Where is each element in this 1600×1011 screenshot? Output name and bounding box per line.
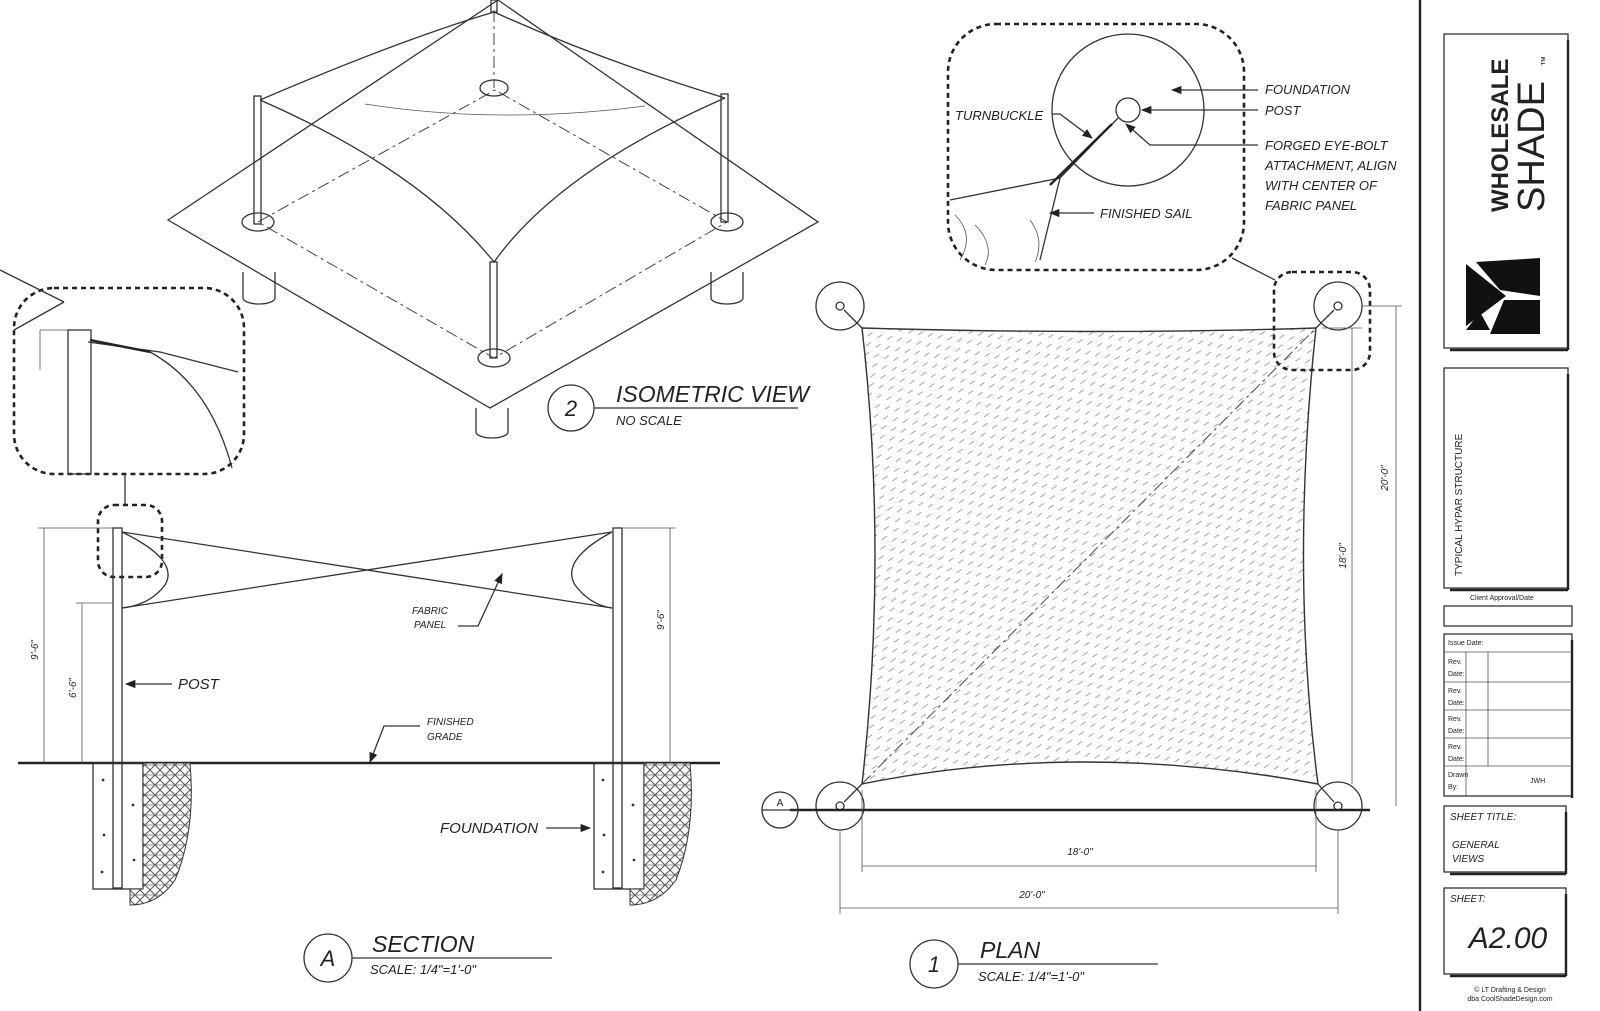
rev-3-date: Date: [1448,728,1465,735]
section-view: 9'-6" 6'-6" 9'-6" POST FABRIC PANEL FINI… [18,527,720,983]
label-grade-1: FINISHED [427,717,474,728]
iso-view-title: ISOMETRIC VIEW [616,381,811,407]
section-title: SECTION [372,931,475,957]
label-foundation: FOUNDATION [440,820,538,837]
rev-2-date: Date: [1448,700,1465,707]
plan-diagonal [861,327,1317,785]
right-post [612,527,623,889]
client-approval-label: Client Approval/Date [1470,595,1534,602]
section-letter: A [319,946,336,971]
drawn-by-label-1: Drawn [1448,772,1468,779]
label-eyebolt-2: ATTACHMENT, ALIGN [1264,158,1397,173]
plan-dim-outer-width: 20'-0" [1018,890,1045,901]
rev-3-label: Rev. [1448,716,1462,723]
rev-4-date: Date: [1448,756,1465,763]
drawn-by-value: JWH [1530,778,1545,785]
dim-left-outer: 9'-6" [30,640,41,660]
section-right-dimensions: 9'-6" [622,527,676,763]
rev-1-date: Date: [1448,671,1465,678]
plan-scale: SCALE: 1/4"=1'-0" [978,969,1085,984]
label-detail-post: POST [1265,103,1301,118]
section-fabric-panel [121,531,613,609]
brand-shade: SHADE [1511,81,1553,212]
plan-title: PLAN [980,937,1040,963]
plan-section-marker: A [777,798,784,809]
plan-dim-inner-height: 18'-0" [1338,543,1349,569]
iso-view-scale: NO SCALE [616,413,682,428]
rev-1-label: Rev. [1448,659,1462,666]
iso-view-number: 2 [564,396,577,421]
plan-vertical-dimensions: 18'-0" 20'-0" [1322,305,1402,806]
label-fabric-2: PANEL [414,620,446,631]
plan-horizontal-dimensions: 18'-0" 20'-0" [839,790,1339,914]
plan-dim-outer-height: 20'-0" [1380,465,1391,492]
left-foundation [92,762,192,906]
iso-fabric-footprint [256,89,729,359]
brand-trademark: ™ [1540,56,1551,66]
plan-detail-callout [1272,270,1372,372]
label-post: POST [178,676,221,693]
wholesale-shade-logo-mark [1466,258,1540,334]
sheet-title-2: VIEWS [1452,854,1485,865]
label-fabric-1: FABRIC [412,606,449,617]
plan-dim-inner-width: 18'-0" [1067,847,1093,858]
label-eyebolt-3: WITH CENTER OF [1265,178,1378,193]
label-eyebolt-1: FORGED EYE-BOLT [1265,138,1389,153]
plan-view: A 18'-0" 20'-0" 18'-0" 20'-0" 1 PLAN SCA… [761,270,1402,989]
label-eyebolt-4: FABRIC PANEL [1265,198,1357,213]
rev-2-label: Rev. [1448,688,1462,695]
issue-date-label: Issue Date: [1448,640,1483,647]
plan-number: 1 [928,952,940,977]
label-turnbuckle: TURNBUCKLE [955,108,1043,123]
credit-line-2: dba CoolShadeDesign.com [1467,996,1552,1003]
iso-foundations [241,79,744,439]
right-foundation [593,762,692,906]
post-attachment-detail-bubble [0,269,246,476]
sheet-title-label: SHEET TITLE: [1450,812,1516,823]
dim-right: 9'-6" [656,610,667,630]
left-post [112,527,123,889]
sheet-title-1: GENERAL [1452,840,1500,851]
dim-left-inner: 6'-6" [68,678,79,698]
label-grade-2: GRADE [427,732,463,743]
drawn-by-label-2: By: [1448,784,1458,791]
section-detail-callout [96,503,164,579]
label-finished-sail: FINISHED SAIL [1100,206,1192,221]
isometric-view: 2 ISOMETRIC VIEW NO SCALE [166,0,820,439]
iso-base-slab [166,0,820,409]
detail-post-circle [1115,97,1141,123]
rev-4-label: Rev. [1448,744,1462,751]
title-block: WHOLESALE SHADE ™ TYPICAL HYPAR STRUCTUR… [1418,0,1574,1011]
section-scale: SCALE: 1/4"=1'-0" [370,962,477,977]
eye-bolt-detail-callout: TURNBUCKLE FOUNDATION POST FORGED EYE-BO… [946,22,1397,281]
sheet-label: SHEET: [1450,894,1486,905]
section-left-dimensions: 9'-6" 6'-6" [30,527,113,763]
client-approval-box [1443,605,1573,627]
iso-shade-sail [259,11,726,263]
credit-line-1: © LT Drafting & Design [1474,986,1546,994]
sheet-number: A2.00 [1467,922,1548,955]
brand-wholesale: WHOLESALE [1487,59,1514,212]
iso-posts [253,0,729,359]
project-name: TYPICAL HYPAR STRUCTURE [1454,433,1465,576]
label-detail-foundation: FOUNDATION [1265,82,1351,97]
